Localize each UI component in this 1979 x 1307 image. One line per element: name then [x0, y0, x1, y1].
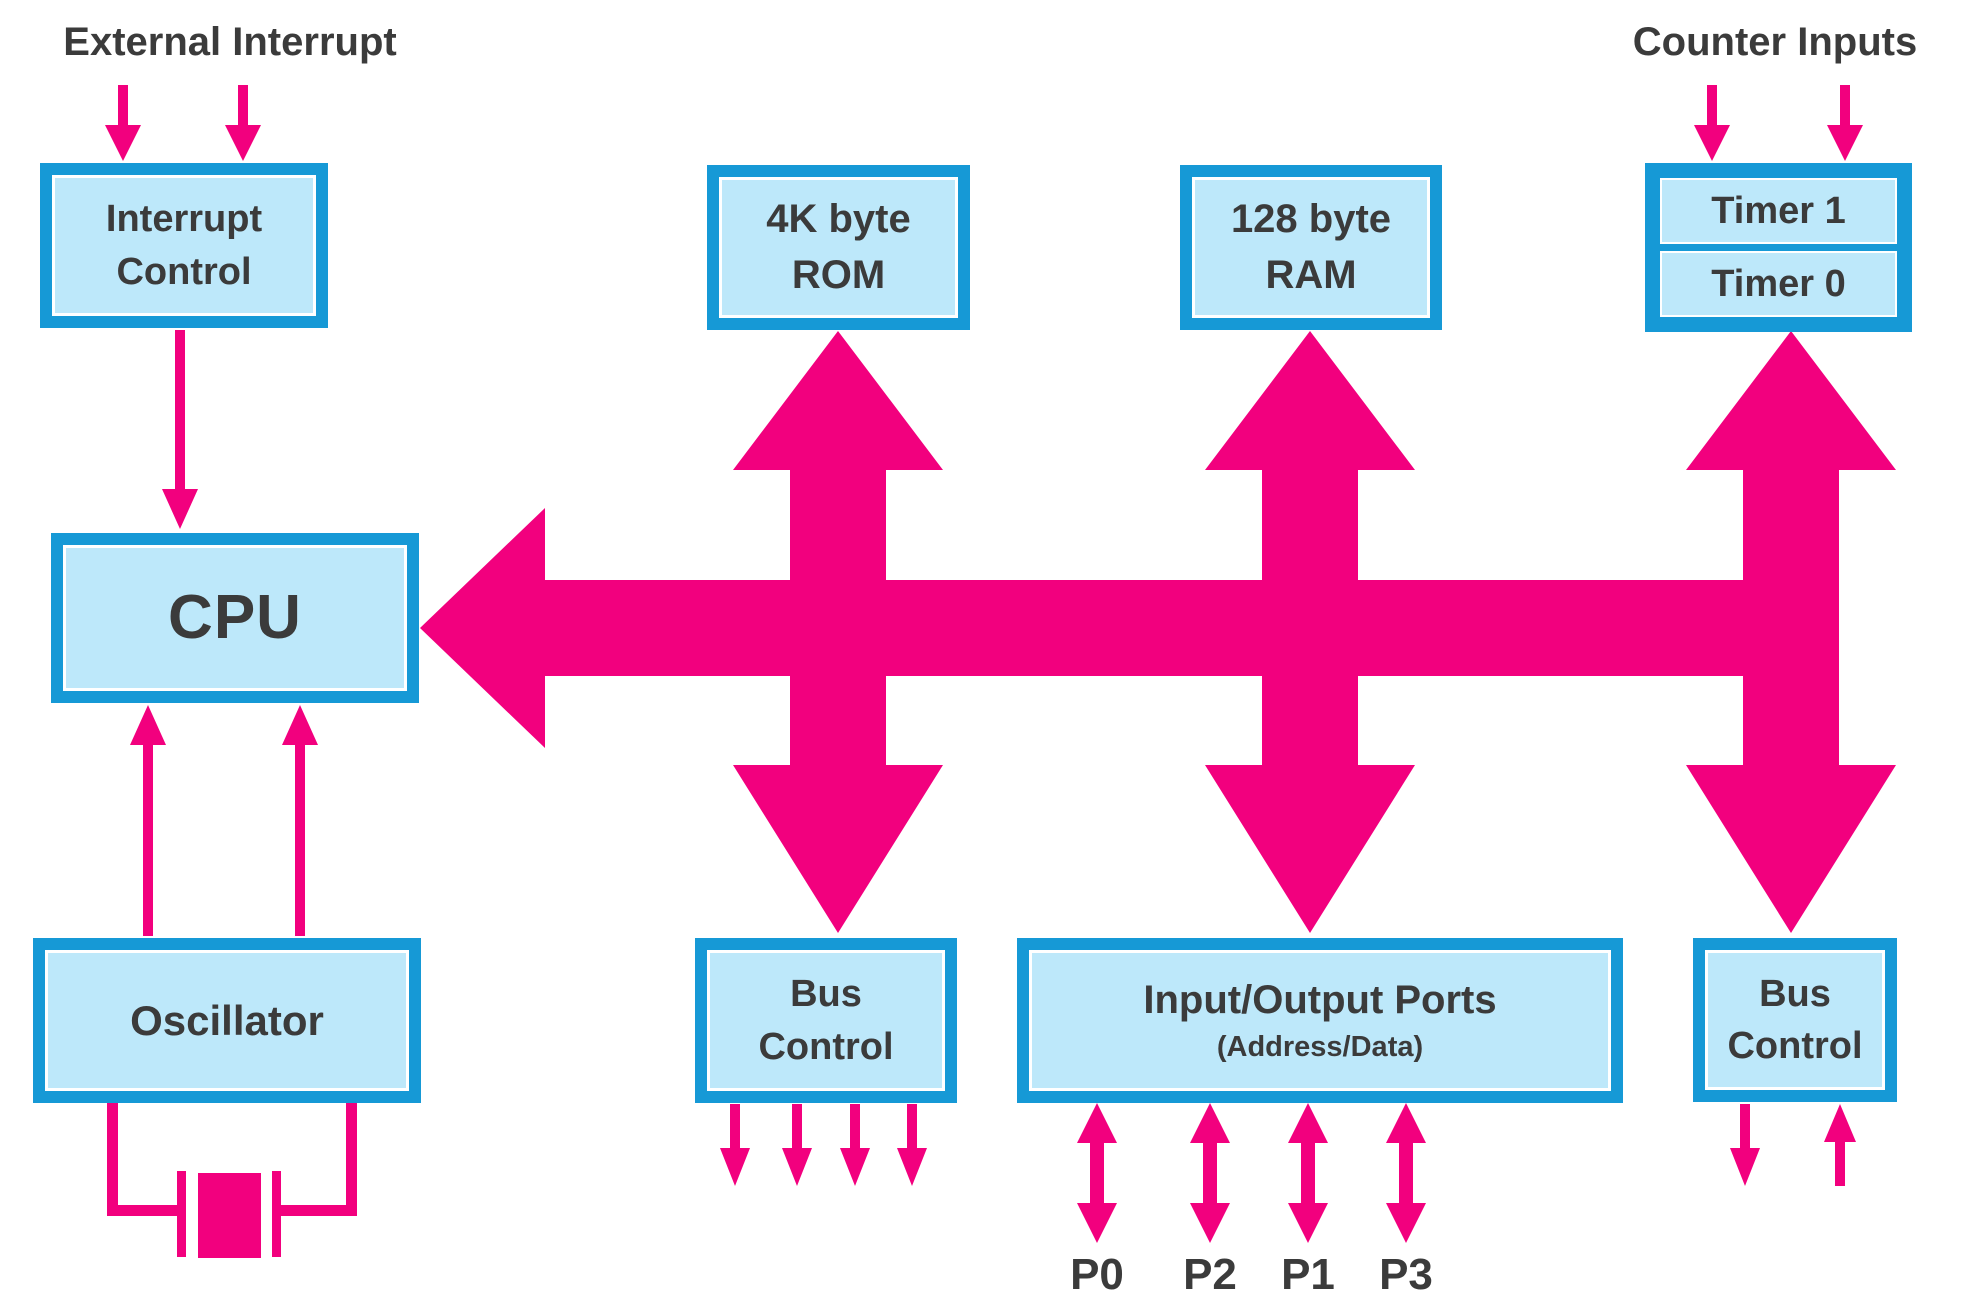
external-interrupt-arrow-1 — [105, 85, 141, 161]
counter-input-arrow-1 — [1694, 85, 1730, 161]
timer0-label: Timer 0 — [1711, 262, 1846, 305]
bus-control-left-out-arrow-4 — [897, 1104, 927, 1186]
timer1-label: Timer 1 — [1711, 189, 1846, 232]
rom-label-line1: 4K byte — [766, 197, 911, 242]
ram-label-line2: RAM — [1265, 252, 1357, 297]
interrupt-control-label-line2: Control — [116, 250, 252, 293]
bus-control-right-label-line1: Bus — [1759, 972, 1831, 1015]
oscillator-box: Oscillator — [33, 938, 421, 1103]
port-label-p3: P3 — [1379, 1250, 1433, 1299]
timer-box: Timer 1 Timer 0 — [1645, 163, 1912, 332]
port-p0-double-arrow — [1077, 1103, 1117, 1243]
interrupt-to-cpu-arrow — [162, 330, 198, 529]
port-label-p0: P0 — [1070, 1250, 1124, 1299]
crystal-icon — [107, 1100, 357, 1258]
bus-control-left-out-arrow-2 — [782, 1104, 812, 1186]
port-label-p2: P2 — [1183, 1250, 1237, 1299]
timer1-cell: Timer 1 — [1660, 178, 1897, 244]
timer0-cell: Timer 0 — [1660, 251, 1897, 317]
bus-control-left-label-line2: Control — [758, 1025, 894, 1068]
port-p3-double-arrow — [1386, 1103, 1426, 1243]
rom-label-line2: ROM — [791, 252, 886, 297]
counter-inputs-label: Counter Inputs — [1632, 20, 1918, 64]
port-p2-double-arrow — [1190, 1103, 1230, 1243]
port-p1-double-arrow — [1288, 1103, 1328, 1243]
oscillator-label: Oscillator — [130, 996, 324, 1044]
bus-control-right-in-arrow — [1824, 1104, 1856, 1186]
ram-box: 128 byte RAM — [1180, 165, 1442, 330]
counter-input-arrow-2 — [1827, 85, 1863, 161]
io-ports-box: Input/Output Ports (Address/Data) — [1017, 938, 1623, 1103]
ram-bus-double-arrow — [1205, 331, 1415, 933]
bus-control-left-out-arrow-1 — [720, 1104, 750, 1186]
timer-bus-double-arrow — [1686, 331, 1896, 933]
system-bus-arrow — [420, 508, 1839, 748]
interrupt-control-box: Interrupt Control — [40, 163, 328, 328]
cpu-box: CPU — [51, 533, 419, 703]
rom-bus-double-arrow — [733, 331, 943, 933]
external-interrupt-arrow-2 — [225, 85, 261, 161]
bus-control-left-label-line1: Bus — [790, 973, 862, 1016]
port-label-p1: P1 — [1281, 1250, 1335, 1299]
bus-control-left-box: Bus Control — [695, 938, 957, 1103]
bus-control-right-label-line2: Control — [1727, 1025, 1863, 1067]
ram-label-line1: 128 byte — [1230, 197, 1392, 242]
rom-box: 4K byte ROM — [707, 165, 970, 330]
io-ports-label-line2: (Address/Data) — [1216, 1031, 1424, 1064]
external-interrupt-label: External Interrupt — [63, 20, 397, 64]
bus-control-right-box: Bus Control — [1693, 938, 1897, 1102]
bus-control-right-out-arrow — [1730, 1104, 1760, 1186]
oscillator-to-cpu-arrow-2 — [282, 705, 318, 936]
io-ports-label-line1: Input/Output Ports — [1143, 978, 1497, 1023]
cpu-label: CPU — [168, 583, 302, 653]
bus-control-left-out-arrow-3 — [840, 1104, 870, 1186]
interrupt-control-label-line1: Interrupt — [105, 198, 263, 241]
oscillator-to-cpu-arrow-1 — [130, 705, 166, 936]
